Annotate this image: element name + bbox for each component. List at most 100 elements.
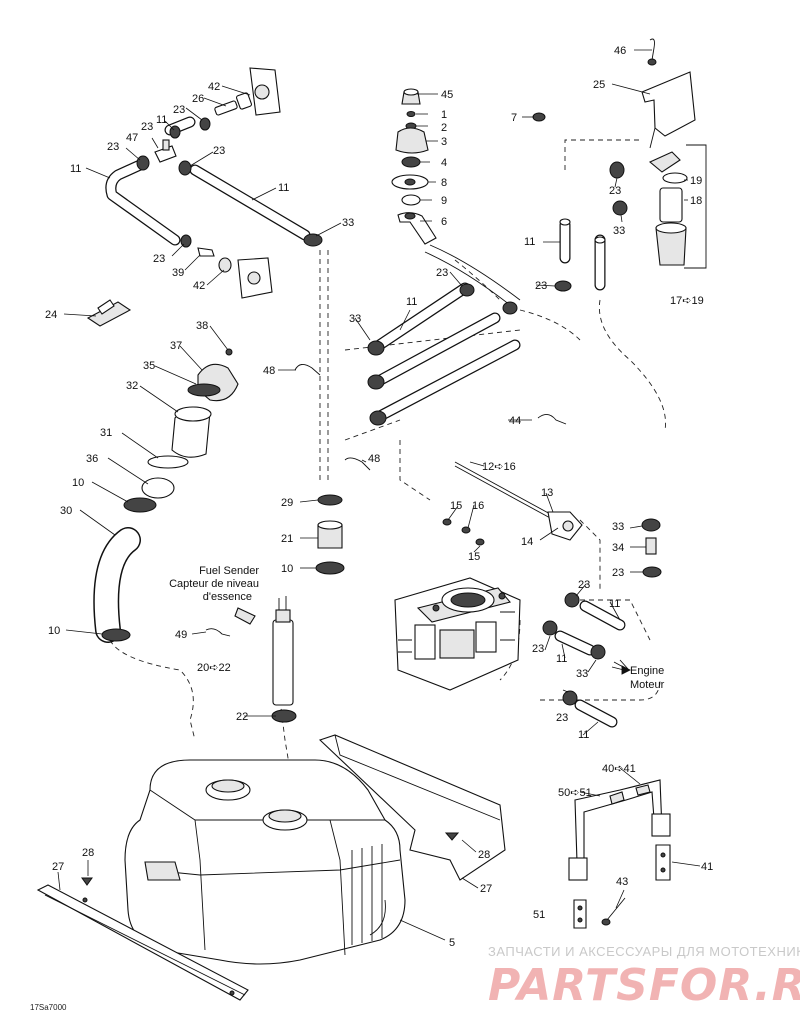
- routing-dashed-lines: [109, 139, 666, 771]
- callout-label: 8: [441, 177, 447, 189]
- callout-label: 10: [72, 477, 84, 489]
- callout-label: 23: [153, 253, 165, 265]
- fuel-sender-label-en: Fuel Sender: [199, 565, 259, 577]
- callout-label: 15: [450, 500, 462, 512]
- callout-label: 42: [193, 280, 205, 292]
- callout-label: 33: [342, 217, 354, 229]
- callout-label: 17➪19: [670, 295, 704, 307]
- callout-label: 33: [349, 313, 361, 325]
- valve-stack: [391, 88, 437, 245]
- callout-label: 27: [480, 883, 492, 895]
- callout-label: 9: [441, 195, 447, 207]
- callout-label: 5: [449, 937, 455, 949]
- callout-label: 22: [236, 711, 248, 723]
- callout-label: 23: [141, 121, 153, 133]
- callout-label: 20➪22: [197, 662, 231, 674]
- callout-label: 28: [82, 847, 94, 859]
- callout-label: 51: [533, 909, 545, 921]
- leader-lines: [57, 49, 701, 941]
- arrow-icon: [621, 665, 632, 675]
- callout-label: 48: [368, 453, 380, 465]
- callout-label: 32: [126, 380, 138, 392]
- callout-label: 33: [612, 521, 624, 533]
- callout-label: 18: [690, 195, 702, 207]
- callout-label: 12➪16: [482, 461, 516, 473]
- engine-label-fr: Moteur: [630, 679, 665, 691]
- callout-label: 37: [170, 340, 182, 352]
- callout-label: 27: [52, 861, 64, 873]
- callout-label: 23: [578, 579, 590, 591]
- callout-label: 4: [441, 157, 447, 169]
- fuel-sender-label-fr-2: d'essence: [203, 591, 252, 603]
- callout-label: 10: [48, 625, 60, 637]
- callout-label: 21: [281, 533, 293, 545]
- callout-label: 23: [532, 643, 544, 655]
- callout-label: 28: [478, 849, 490, 861]
- callout-label: 15: [468, 551, 480, 563]
- callout-label: 44: [509, 415, 521, 427]
- callout-label: 35: [143, 360, 155, 372]
- callout-labels: 46 25 7 45 1 2 3 4 8 9 6 42 26 23 11 47 …: [45, 45, 713, 949]
- fuel-sender: [205, 596, 297, 723]
- callout-label: 11: [578, 729, 589, 741]
- callout-label: 1: [441, 109, 447, 121]
- callout-label: 11: [609, 598, 620, 610]
- hose-clamps: [294, 283, 567, 471]
- callout-label: 19: [690, 175, 702, 187]
- filler-neck-assembly: [86, 299, 239, 642]
- callout-label: 13: [541, 487, 553, 499]
- callout-label: 33: [576, 668, 588, 680]
- callout-label: 23: [612, 567, 624, 579]
- callout-label: 46: [614, 45, 626, 57]
- callout-label: 41: [701, 861, 713, 873]
- callout-label: 10: [281, 563, 293, 575]
- watermark: ЗАПЧАСТИ И АКСЕССУАРЫ ДЛЯ МОТОТЕХНИКИ PA…: [488, 944, 800, 1011]
- vent-fittings: [136, 67, 323, 299]
- callout-label: 38: [196, 320, 208, 332]
- callout-label: 31: [100, 427, 112, 439]
- callout-label: 11: [556, 653, 567, 665]
- hold-down-strap: [568, 779, 671, 929]
- callout-label: 23: [107, 141, 119, 153]
- callout-label: 23: [436, 267, 448, 279]
- text-notes: Fuel Sender Capteur de niveau d'essence …: [30, 565, 665, 1012]
- callout-label: 23: [173, 104, 185, 116]
- callout-label: 23: [213, 145, 225, 157]
- support-trays: [36, 734, 506, 1001]
- callout-label: 33: [613, 225, 625, 237]
- drawing-code: 17Sa7000: [30, 1003, 67, 1012]
- callout-label: 25: [593, 79, 605, 91]
- fuel-fittings: [315, 494, 662, 578]
- callout-label: 2: [441, 122, 447, 134]
- callout-label: 30: [60, 505, 72, 517]
- callout-label: 43: [616, 876, 628, 888]
- callout-label: 40➪41: [602, 763, 636, 775]
- throttle-shaft: [442, 461, 583, 546]
- callout-label: 48: [263, 365, 275, 377]
- callout-label: 11: [278, 182, 289, 194]
- callout-label: 50➪51: [558, 787, 592, 799]
- callout-label: 3: [441, 136, 447, 148]
- fuel-tank: [124, 759, 406, 965]
- callout-label: 47: [126, 132, 138, 144]
- callout-label: 11: [406, 296, 417, 308]
- callout-label: 11: [70, 163, 81, 175]
- watermark-brand: PARTSFOR.RU: [488, 960, 800, 1011]
- callout-label: 6: [441, 216, 447, 228]
- callout-label: 14: [521, 536, 533, 548]
- callout-label: 49: [175, 629, 187, 641]
- carburetor: [394, 577, 521, 691]
- callout-label: 36: [86, 453, 98, 465]
- fuel-sender-label-fr-1: Capteur de niveau: [169, 578, 259, 590]
- callout-label: 42: [208, 81, 220, 93]
- callout-label: 24: [45, 309, 57, 321]
- carb-clamps: [542, 592, 629, 706]
- pump-bracket: [532, 38, 707, 292]
- callout-label: 29: [281, 497, 293, 509]
- engine-label-en: Engine: [630, 665, 664, 677]
- callout-label: 11: [524, 236, 535, 248]
- callout-label: 45: [441, 89, 453, 101]
- watermark-tagline: ЗАПЧАСТИ И АКСЕССУАРЫ ДЛЯ МОТОТЕХНИКИ: [488, 944, 800, 959]
- callout-label: 23: [535, 280, 547, 292]
